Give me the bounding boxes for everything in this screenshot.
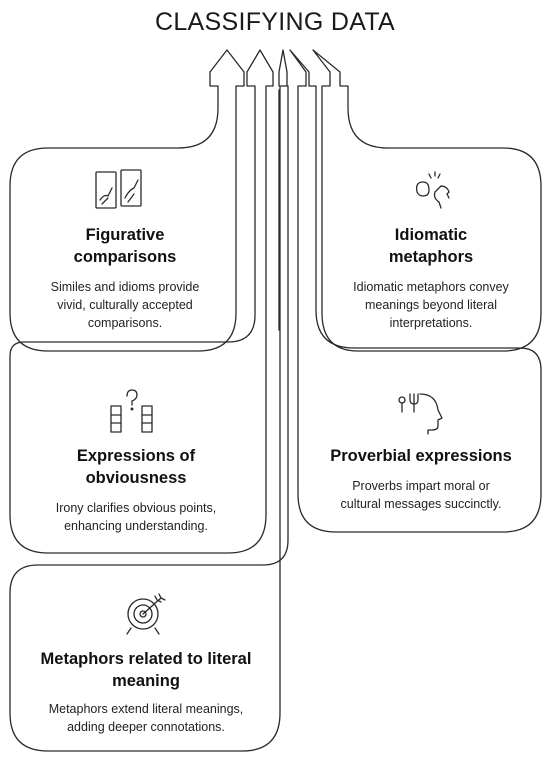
connector-proverbial-expressions	[289, 49, 542, 533]
card-description: Proverbs impart moral or cultural messag…	[340, 479, 502, 511]
connector-metaphors-literal	[9, 49, 289, 752]
speaking-head-icon	[411, 168, 455, 212]
card-description: Similes and idioms provide vivid, cultur…	[50, 280, 200, 330]
head-thought-icon	[396, 390, 444, 436]
connector-expressions-of-obviousness	[9, 49, 274, 554]
card-expressions-of-obviousness: Expressions of obviousness Irony clarifi…	[28, 445, 244, 535]
card-heading: Proverbial expressions	[330, 447, 512, 465]
card-heading: Figurative comparisons	[73, 226, 177, 266]
target-arrow-icon	[121, 590, 169, 638]
connector-figurative-comparisons	[9, 49, 245, 352]
card-heading: Metaphors related to literal meaning	[40, 650, 252, 690]
card-idiomatic-metaphors: Idiomatic metaphors Idiomatic metaphors …	[336, 224, 526, 332]
question-blocks-icon	[108, 388, 158, 436]
card-heading: Expressions of obviousness	[76, 447, 196, 487]
card-description: Metaphors extend literal meanings, addin…	[48, 702, 244, 734]
card-figurative-comparisons: Figurative comparisons Similes and idiom…	[30, 224, 220, 332]
connector-idiomatic-metaphors	[312, 49, 542, 352]
card-proverbial-expressions: Proverbial expressions Proverbs impart m…	[310, 445, 532, 513]
card-metaphors-literal-meaning: Metaphors related to literal meaning Met…	[30, 648, 262, 736]
card-description: Idiomatic metaphors convey meanings beyo…	[353, 280, 509, 330]
card-description: Irony clarifies obvious points, enhancin…	[55, 501, 217, 533]
card-heading: Idiomatic metaphors	[388, 226, 474, 266]
diagram-title: CLASSIFYING DATA	[154, 8, 396, 36]
hand-drawing-icon	[94, 168, 146, 212]
